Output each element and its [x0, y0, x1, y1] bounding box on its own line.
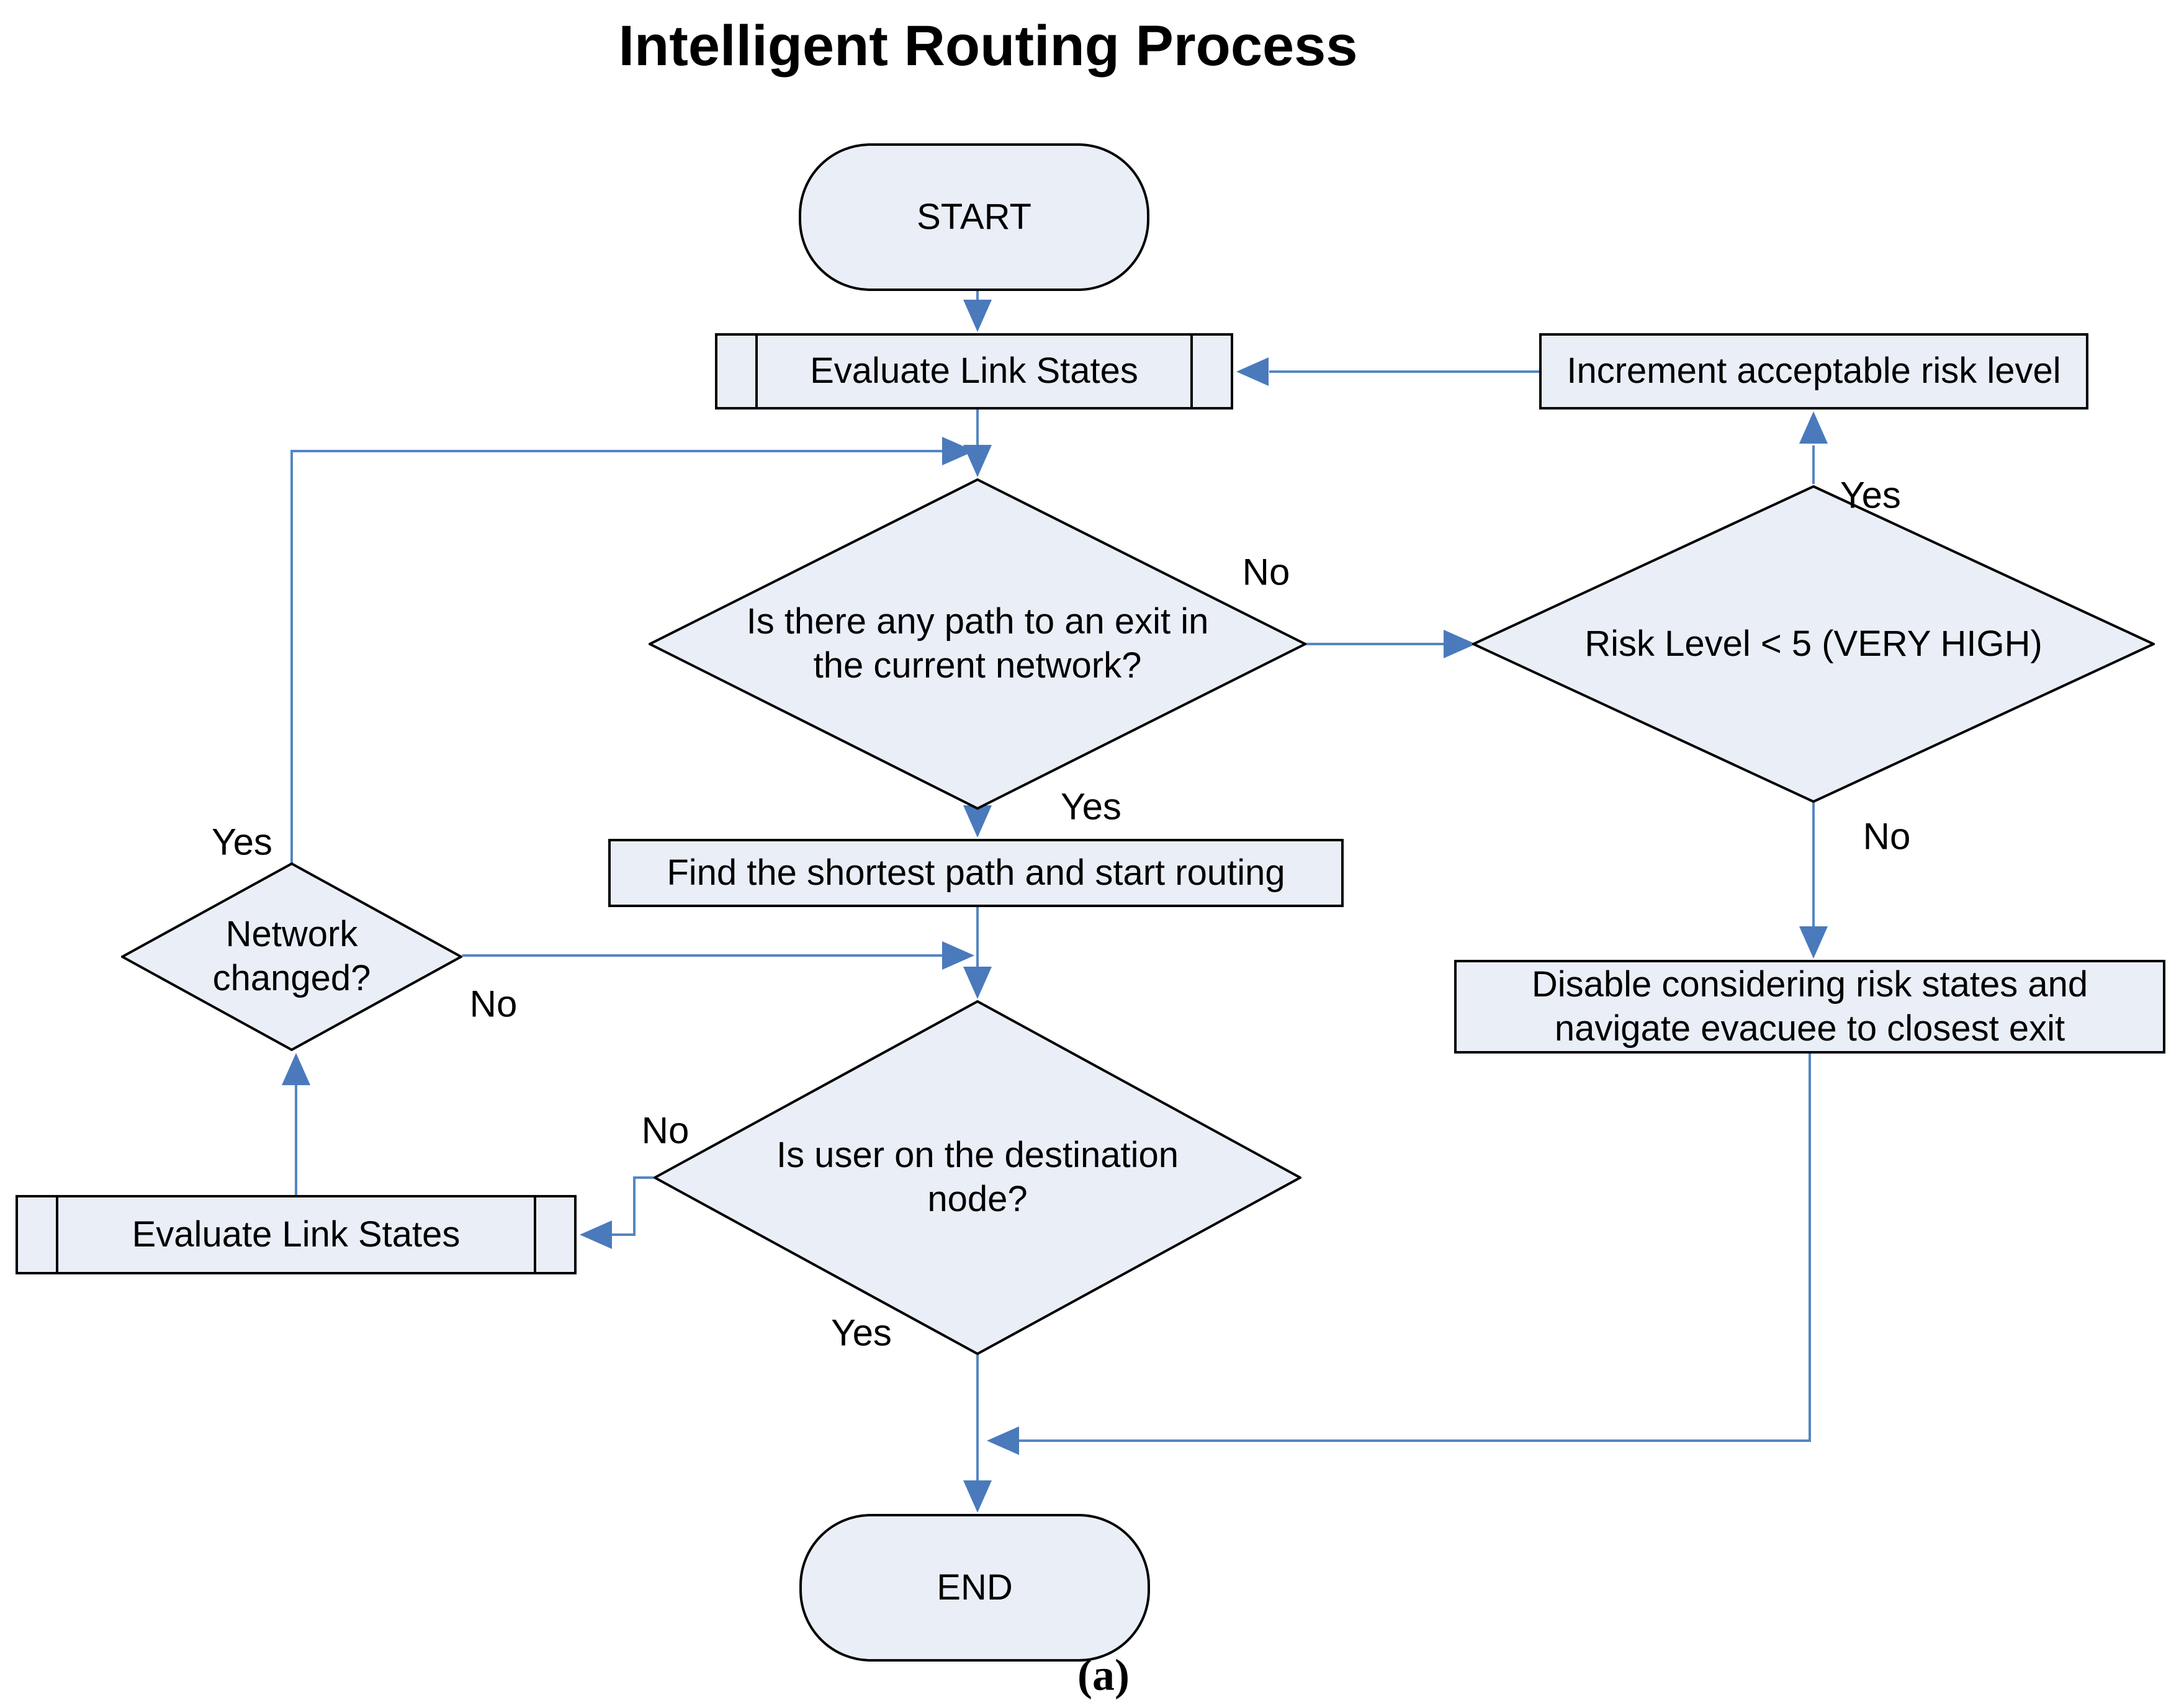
edge-path-yes-to-find	[963, 805, 992, 838]
arrowhead-down-icon	[963, 445, 992, 477]
edge-risk-no-to-disable	[1799, 803, 1828, 959]
edge-label-user-yes: Yes	[831, 1312, 892, 1354]
arrowhead-down-icon	[963, 1480, 992, 1513]
arrowhead-left-icon	[580, 1220, 612, 1249]
node-path-decision-label: Is there any path to an exit in the curr…	[746, 601, 1209, 686]
arrowhead-down-icon	[963, 300, 992, 332]
node-evaluate-bottom-label: Evaluate Link States	[132, 1214, 461, 1255]
diamond-shape	[654, 1000, 1301, 1355]
edge-start-to-evaluate	[963, 291, 992, 332]
edge-user-yes-to-end	[963, 1355, 992, 1513]
predefined-process-bar	[534, 1197, 536, 1272]
node-network-decision-label: Network changed?	[212, 914, 371, 998]
node-risk-decision: Risk Level < 5 (VERY HIGH)	[1472, 485, 2155, 803]
edge-path-no-to-risk-decision	[1303, 630, 1476, 658]
edge-user-no-to-evaluate-bottom	[580, 1176, 654, 1249]
node-find-shortest-path-label: Find the shortest path and start routing	[667, 852, 1285, 893]
edge-label-user-no: No	[641, 1109, 690, 1152]
node-end-label: END	[937, 1567, 1013, 1608]
edge-label-network-yes: Yes	[212, 821, 272, 863]
node-network-decision: Network changed?	[121, 862, 462, 1051]
node-evaluate-link-states-top: Evaluate Link States	[715, 333, 1233, 409]
arrowhead-right-icon	[1444, 630, 1476, 658]
node-start-label: START	[917, 196, 1031, 237]
diamond-shape	[121, 862, 462, 1051]
node-increment-risk-label: Increment acceptable risk level	[1566, 351, 2061, 392]
arrowhead-down-icon	[963, 967, 992, 999]
edge-find-to-user-decision	[963, 907, 992, 999]
diamond-shape	[1472, 485, 2155, 803]
edge-network-yes-loopback	[290, 437, 974, 864]
edge-evaluate-to-path-decision	[963, 409, 992, 477]
edge-label-path-yes: Yes	[1061, 785, 1121, 828]
node-user-decision: Is user on the destination node?	[654, 1000, 1301, 1355]
arrowhead-down-icon	[963, 805, 992, 838]
edge-label-risk-no: No	[1863, 815, 1911, 857]
node-start: START	[799, 143, 1149, 291]
edge-disable-to-end-junction	[987, 1054, 1811, 1455]
arrowhead-up-icon	[1799, 411, 1828, 444]
figure-title: Intelligent Routing Process	[618, 14, 1358, 78]
node-evaluate-top-label: Evaluate Link States	[810, 351, 1138, 392]
edge-risk-yes-to-increment	[1799, 411, 1828, 484]
arrowhead-up-icon	[282, 1053, 310, 1085]
arrowhead-right-icon	[942, 941, 974, 970]
node-find-shortest-path: Find the shortest path and start routing	[608, 839, 1344, 907]
edge-evaluate-bottom-to-network	[282, 1053, 310, 1195]
edge-label-risk-yes: Yes	[1840, 474, 1901, 516]
edge-increment-to-evaluate	[1236, 357, 1539, 386]
node-disable-risk-label: Disable considering risk states and navi…	[1531, 964, 2088, 1049]
node-user-decision-label: Is user on the destination node?	[776, 1135, 1179, 1219]
node-risk-decision-label: Risk Level < 5 (VERY HIGH)	[1584, 623, 2042, 664]
arrowhead-right-icon	[942, 437, 974, 465]
predefined-process-bar	[755, 336, 758, 407]
diamond-shape	[649, 478, 1306, 810]
edge-label-path-no: No	[1242, 551, 1290, 593]
node-path-decision: Is there any path to an exit in the curr…	[649, 478, 1306, 810]
node-increment-risk: Increment acceptable risk level	[1539, 333, 2088, 409]
arrowhead-left-icon	[987, 1426, 1019, 1455]
node-end: END	[799, 1514, 1150, 1662]
node-disable-risk: Disable considering risk states and navi…	[1454, 960, 2165, 1054]
subfigure-caption: (a)	[1077, 1650, 1130, 1700]
arrowhead-down-icon	[1799, 926, 1828, 959]
edge-network-no-junction	[462, 941, 974, 970]
node-evaluate-link-states-bottom: Evaluate Link States	[16, 1195, 577, 1274]
predefined-process-bar	[56, 1197, 58, 1272]
predefined-process-bar	[1190, 336, 1193, 407]
edge-label-network-no: No	[469, 983, 518, 1025]
arrowhead-left-icon	[1236, 357, 1269, 386]
